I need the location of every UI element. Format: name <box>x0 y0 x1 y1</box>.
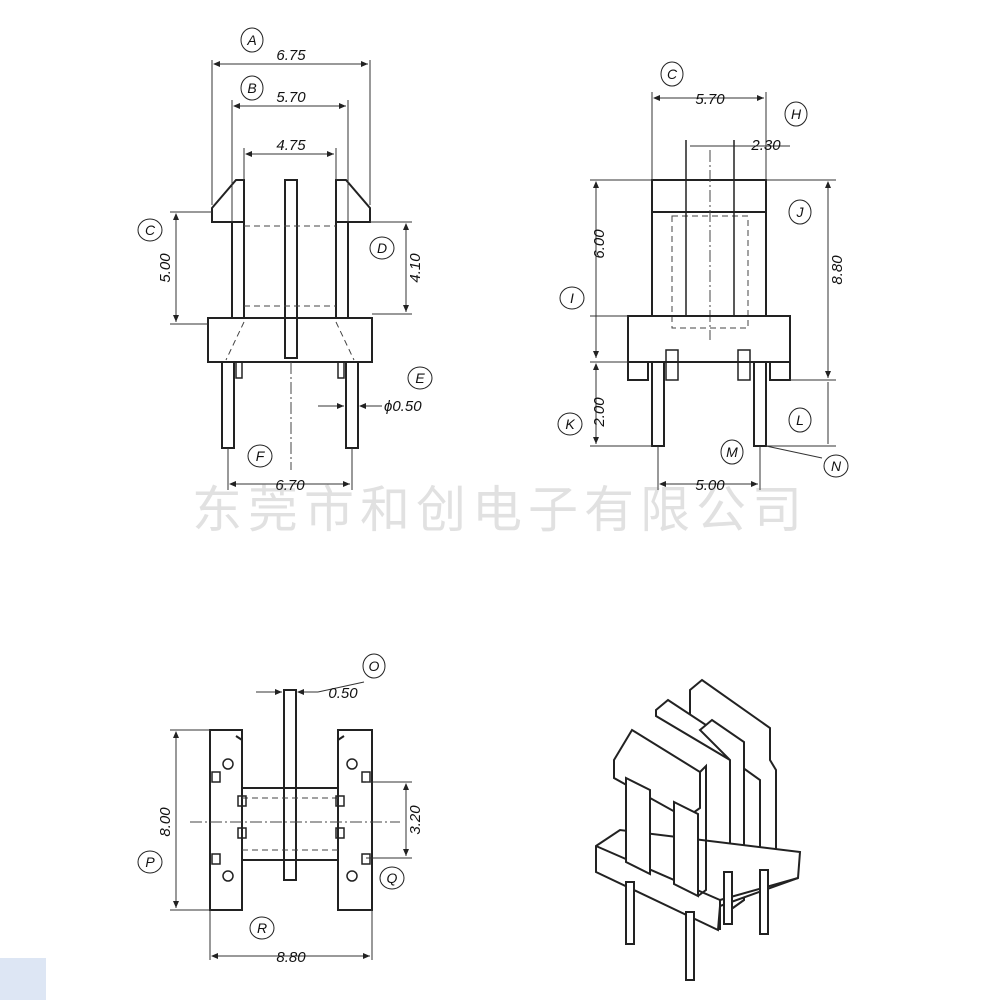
dim-i-value: 6.00 <box>591 229 608 259</box>
label-j: J <box>788 199 812 225</box>
dim-a-value: 6.75 <box>276 47 306 64</box>
label-c: C <box>137 218 163 242</box>
label-l: L <box>788 407 812 433</box>
label-k: K <box>557 412 583 436</box>
pin-right <box>345 361 359 449</box>
label-c-side: C <box>660 61 684 87</box>
bottom-center-plate <box>283 689 297 881</box>
label-f: F <box>247 444 273 468</box>
svg-text:K: K <box>565 416 575 432</box>
svg-text:D: D <box>377 240 387 256</box>
svg-text:H: H <box>791 106 802 122</box>
dim-m-value: 5.00 <box>695 477 725 494</box>
right-flange-top <box>335 179 371 223</box>
dim-r-value: 8.80 <box>276 949 306 966</box>
svg-text:A: A <box>246 32 256 48</box>
svg-text:J: J <box>796 204 805 220</box>
isometric-view <box>595 678 802 981</box>
label-m: M <box>720 439 744 465</box>
svg-text:F: F <box>256 448 266 464</box>
dim-f-value: 6.70 <box>275 477 305 494</box>
dim-b-value: 5.70 <box>276 89 306 106</box>
svg-text:C: C <box>667 66 678 82</box>
svg-text:E: E <box>415 370 425 386</box>
label-b: B <box>240 75 264 101</box>
svg-text:Q: Q <box>387 870 398 886</box>
svg-text:R: R <box>257 920 267 936</box>
label-a: A <box>240 27 264 53</box>
front-view: 6.75 5.70 4.75 5.00 4.10 ϕ0.50 6.70 A B … <box>137 27 433 494</box>
label-p: P <box>137 850 163 874</box>
base-block <box>207 317 373 363</box>
label-o: O <box>362 653 386 679</box>
pin-left <box>221 361 235 449</box>
bottom-right-rail <box>337 729 373 911</box>
side-upper-body <box>651 179 767 317</box>
dim-k-value: 2.00 <box>591 397 608 428</box>
svg-text:P: P <box>145 854 155 870</box>
label-e: E <box>407 366 433 390</box>
label-r: R <box>249 916 275 940</box>
svg-text:C: C <box>145 222 156 238</box>
left-flange-top <box>211 179 245 223</box>
svg-text:N: N <box>831 458 842 474</box>
svg-text:O: O <box>369 658 380 674</box>
dim-c1-value: 5.00 <box>157 253 174 283</box>
dim-d-value: 4.10 <box>407 253 424 283</box>
svg-text:B: B <box>247 80 256 96</box>
corner-mark <box>0 958 46 1000</box>
dim-c2-value: 5.70 <box>695 91 725 108</box>
bottom-left-rail <box>209 729 243 911</box>
label-n: N <box>823 454 849 478</box>
label-h: H <box>784 101 808 127</box>
dim-inner-value: 4.75 <box>276 137 306 154</box>
dim-h-value: 2.30 <box>750 137 781 154</box>
label-q: Q <box>379 866 405 890</box>
side-base <box>627 315 791 363</box>
dim-q-value: 3.20 <box>407 805 424 835</box>
dim-p-value: 8.00 <box>157 807 174 837</box>
svg-text:L: L <box>796 412 804 428</box>
side-view: 5.70 2.30 8.80 6.00 2.00 5.00 C H J I K … <box>557 61 849 494</box>
label-d: D <box>369 236 395 260</box>
side-pin-right <box>753 361 767 447</box>
dim-j-value: 8.80 <box>829 255 846 285</box>
center-plate <box>284 179 298 359</box>
bottom-view: 0.50 8.00 3.20 8.80 O P Q R <box>137 653 424 966</box>
dim-e-value: ϕ0.50 <box>384 398 422 415</box>
side-pin-left <box>651 361 665 447</box>
svg-text:M: M <box>726 444 738 460</box>
label-i: I <box>559 286 585 310</box>
svg-text:I: I <box>570 290 574 306</box>
dim-o-value: 0.50 <box>328 685 358 702</box>
